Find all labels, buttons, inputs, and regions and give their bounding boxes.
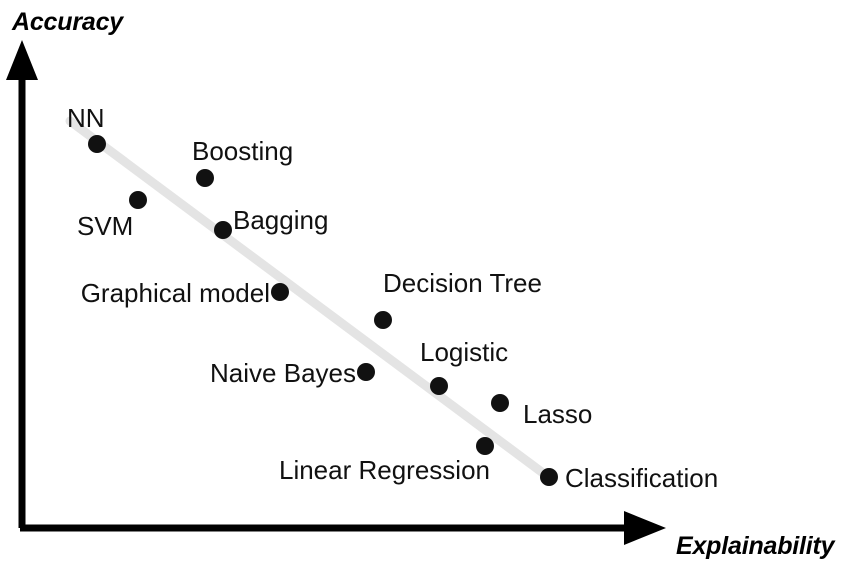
data-point-svm[interactable] (129, 191, 147, 209)
data-point-graphical-model[interactable] (271, 283, 289, 301)
x-axis-title: Explainability (676, 532, 835, 560)
data-point-naive-bayes[interactable] (357, 363, 375, 381)
data-point-linear-regression[interactable] (476, 437, 494, 455)
x-axis-arrowhead-icon (624, 511, 666, 545)
label-decision-tree: Decision Tree (383, 268, 542, 298)
label-lasso: Lasso (523, 399, 593, 429)
label-linear-regression: Linear Regression (278, 455, 490, 485)
label-bagging: Bagging (233, 205, 329, 235)
label-classification: Classification (565, 463, 719, 493)
data-point-classification[interactable] (540, 468, 558, 486)
data-point-decision-tree[interactable] (374, 311, 392, 329)
data-point-lasso[interactable] (491, 394, 509, 412)
y-axis-title: Accuracy (12, 8, 123, 36)
label-boosting: Boosting (192, 136, 294, 166)
data-point-logistic[interactable] (430, 377, 448, 395)
trend-line (65, 116, 556, 484)
data-point-boosting[interactable] (196, 169, 214, 187)
label-svm: SVM (77, 211, 134, 241)
y-axis-arrowhead-icon (6, 40, 38, 80)
data-point-nn[interactable] (88, 135, 106, 153)
label-graphical-model: Graphical model (80, 278, 270, 308)
label-naive-bayes: Naive Bayes (210, 358, 356, 388)
data-point-bagging[interactable] (214, 221, 232, 239)
label-nn: NN (67, 103, 105, 133)
label-logistic: Logistic (420, 337, 509, 367)
